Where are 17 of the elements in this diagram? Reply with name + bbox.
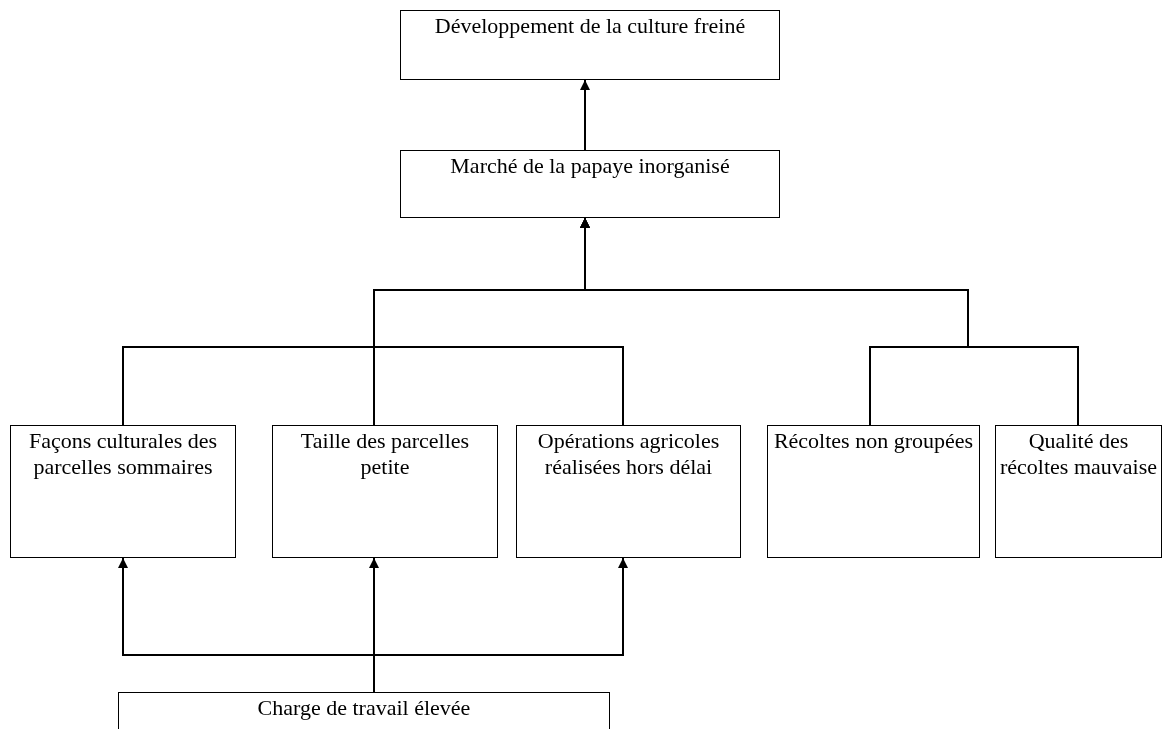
box-text: Façons culturales des parcelles sommaires bbox=[27, 428, 219, 480]
box-text: Récoltes non groupées bbox=[772, 428, 975, 454]
process-box bbox=[10, 425, 236, 558]
process-box bbox=[516, 425, 741, 558]
box-text: Charge de travail élevée bbox=[256, 695, 472, 721]
process-box bbox=[400, 10, 780, 80]
process-box bbox=[995, 425, 1162, 558]
box-text: Marché de la papaye inorganisé bbox=[449, 153, 731, 179]
arrow bbox=[580, 217, 1079, 426]
process-box bbox=[272, 425, 498, 558]
arrow bbox=[580, 79, 590, 151]
box-text: Qualité des récoltes mauvaise bbox=[1000, 428, 1157, 480]
box-text: Opérations agricoles réalisées hors délai bbox=[536, 428, 721, 480]
process-box bbox=[767, 425, 980, 558]
process-box bbox=[400, 150, 780, 218]
box-text: Taille des parcelles petite bbox=[299, 428, 471, 480]
box-text: Développement de la culture freiné bbox=[433, 13, 747, 39]
